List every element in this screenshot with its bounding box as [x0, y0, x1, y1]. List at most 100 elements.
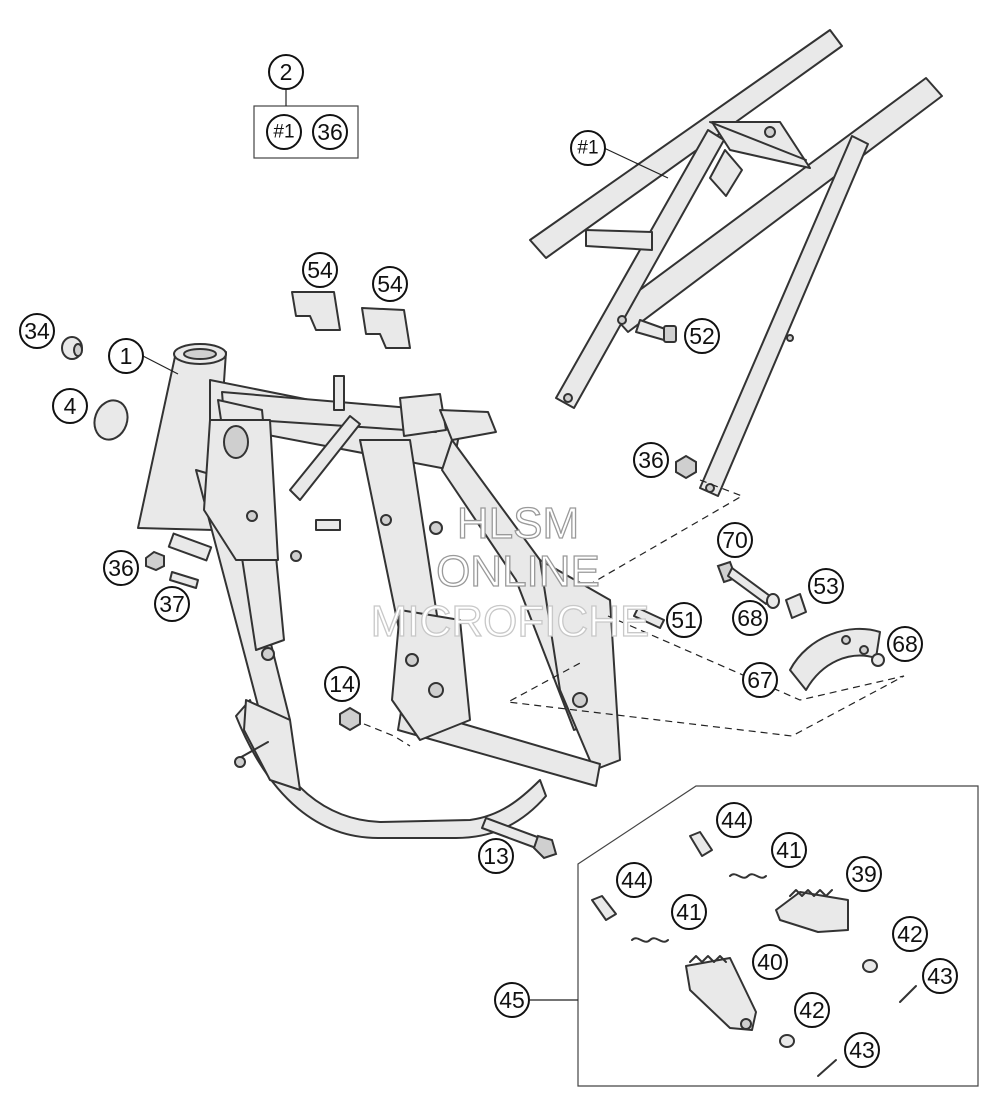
callout-53-label: 53	[813, 573, 839, 599]
kit-box	[253, 105, 359, 159]
callout-13[interactable]: 13	[478, 838, 514, 874]
kit-item-frame[interactable]: #1	[266, 114, 302, 150]
bolt-52[interactable]	[635, 319, 677, 343]
callout-43-upper-label: 43	[927, 963, 953, 989]
spring-41-upper[interactable]	[729, 873, 767, 879]
kit-group: 2 #1 36	[253, 54, 359, 159]
callout-37[interactable]: 37	[154, 586, 190, 622]
callout-36-right-label: 36	[638, 447, 664, 473]
callout-39-label: 39	[851, 861, 877, 887]
callout-36-left-label: 36	[108, 555, 134, 581]
watermark-line2: ONLINE	[436, 547, 600, 596]
callout-54-left-label: 54	[307, 257, 333, 283]
callout-54-right[interactable]: 54	[372, 266, 408, 302]
main-frame[interactable]	[137, 343, 621, 839]
callout-44-lower-label: 44	[621, 867, 647, 893]
callout-4[interactable]: 4	[52, 388, 88, 424]
callout-42-upper-label: 42	[897, 921, 923, 947]
callout-36-right[interactable]: 36	[633, 442, 669, 478]
sticker-54-left[interactable]	[291, 291, 341, 331]
callout-67-label: 67	[747, 667, 773, 693]
callout-67[interactable]: 67	[742, 662, 778, 698]
subframe[interactable]	[529, 29, 943, 497]
callout-51-label: 51	[671, 607, 697, 633]
callout-36-left[interactable]: 36	[103, 550, 139, 586]
callout-42-lower-label: 42	[799, 997, 825, 1023]
kit-item-36-label: 36	[317, 119, 343, 145]
callout-41-lower[interactable]: 41	[671, 894, 707, 930]
spring-41-lower[interactable]	[631, 937, 669, 943]
callout-44-upper-label: 44	[721, 807, 747, 833]
washer-42-upper[interactable]	[862, 959, 878, 973]
sticker-54-right[interactable]	[361, 307, 411, 349]
callout-41-upper[interactable]: 41	[771, 832, 807, 868]
callout-51[interactable]: 51	[666, 602, 702, 638]
kit-item-36[interactable]: 36	[312, 114, 348, 150]
footpeg-40[interactable]	[685, 955, 757, 1031]
washer-42-lower[interactable]	[779, 1034, 795, 1048]
footpeg-box	[577, 785, 979, 1087]
callout-1[interactable]: 1	[108, 338, 144, 374]
pin-44-lower[interactable]	[591, 895, 617, 921]
pin-44-upper[interactable]	[689, 831, 713, 857]
kit-item-frame-label: #1	[273, 122, 294, 143]
callout-70-label: 70	[722, 527, 748, 553]
nut-36-left[interactable]	[145, 550, 165, 572]
bolt-70[interactable]	[716, 560, 771, 605]
callout-41-upper-label: 41	[776, 837, 802, 863]
callout-42-lower[interactable]: 42	[794, 992, 830, 1028]
clip-34[interactable]	[61, 336, 83, 360]
callout-53[interactable]: 53	[808, 568, 844, 604]
watermark: HLSM ONLINE MICROFICHE	[370, 498, 650, 646]
callout-45-label: 45	[499, 987, 525, 1013]
callout-41-lower-label: 41	[676, 899, 702, 925]
nut-36-right[interactable]	[675, 454, 697, 480]
callout-frame-subframe-label: #1	[577, 138, 598, 159]
footpeg-39[interactable]	[775, 889, 849, 933]
callout-68-upper[interactable]: 68	[732, 600, 768, 636]
bolt-51[interactable]	[633, 607, 665, 629]
callout-42-upper[interactable]: 42	[892, 916, 928, 952]
watermark-line3: MICROFICHE	[371, 597, 650, 646]
callout-14[interactable]: 14	[324, 666, 360, 702]
washer-68-upper[interactable]	[766, 593, 780, 609]
callout-40[interactable]: 40	[752, 944, 788, 980]
sleeve-53[interactable]	[785, 593, 807, 619]
callout-54-right-label: 54	[377, 271, 403, 297]
callout-44-lower[interactable]: 44	[616, 862, 652, 898]
callout-frame-subframe[interactable]: #1	[570, 130, 606, 166]
callout-68-upper-label: 68	[737, 605, 763, 631]
callout-34-label: 34	[24, 318, 50, 344]
callout-37-label: 37	[159, 591, 185, 617]
callout-14-label: 14	[329, 671, 355, 697]
callout-2[interactable]: 2	[268, 54, 304, 90]
callout-13-label: 13	[483, 843, 509, 869]
cap-4[interactable]	[89, 396, 133, 445]
washer-68-lower[interactable]	[871, 653, 885, 667]
callout-43-lower-label: 43	[849, 1037, 875, 1063]
bolt-37[interactable]	[169, 571, 199, 589]
callout-54-left[interactable]: 54	[302, 252, 338, 288]
callout-1-label: 1	[120, 343, 133, 369]
nut-14[interactable]	[339, 706, 361, 732]
callout-68-lower[interactable]: 68	[887, 626, 923, 662]
bolt-13[interactable]	[481, 817, 558, 860]
side-stand-67[interactable]	[789, 627, 881, 691]
cotter-43-lower[interactable]	[817, 1059, 837, 1077]
callout-52[interactable]: 52	[684, 318, 720, 354]
callout-52-label: 52	[689, 323, 715, 349]
callout-2-label: 2	[280, 59, 293, 85]
callout-68-lower-label: 68	[892, 631, 918, 657]
watermark-line1: HLSM	[457, 499, 579, 548]
callout-39[interactable]: 39	[846, 856, 882, 892]
callout-43-lower[interactable]: 43	[844, 1032, 880, 1068]
cotter-43-upper[interactable]	[899, 985, 917, 1003]
callout-43-upper[interactable]: 43	[922, 958, 958, 994]
callout-40-label: 40	[757, 949, 783, 975]
callout-34[interactable]: 34	[19, 313, 55, 349]
callout-44-upper[interactable]: 44	[716, 802, 752, 838]
callout-45[interactable]: 45	[494, 982, 530, 1018]
callout-4-label: 4	[64, 393, 77, 419]
callout-70[interactable]: 70	[717, 522, 753, 558]
